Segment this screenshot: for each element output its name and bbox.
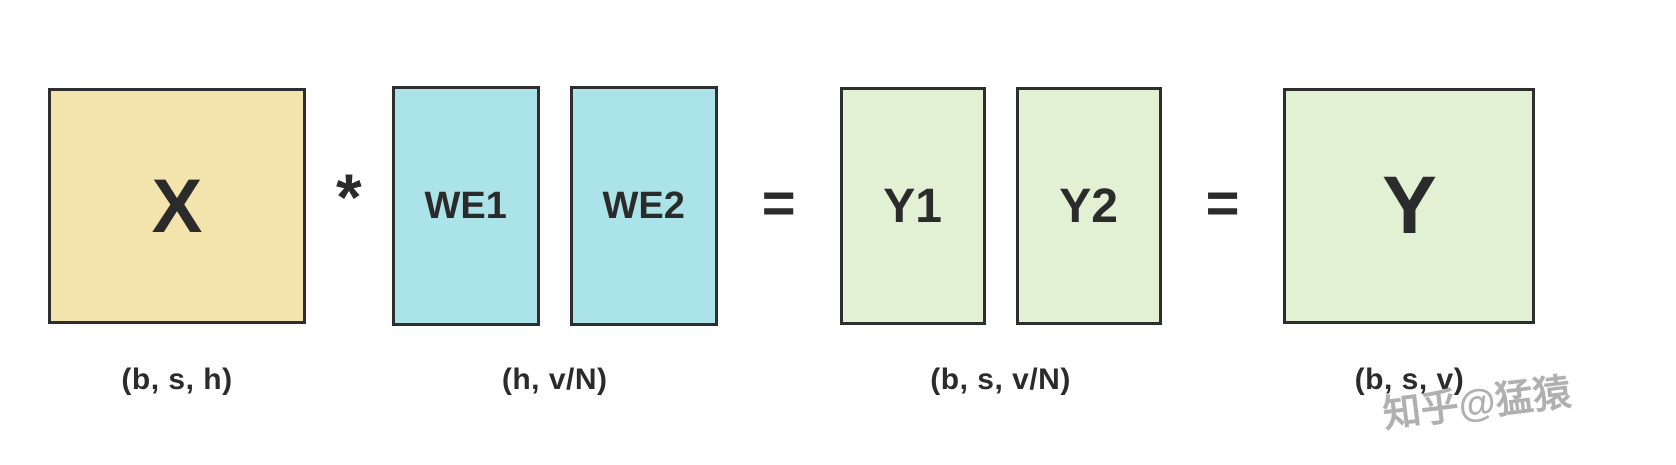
- we2-matrix-block: WE2: [569, 86, 718, 326]
- y2-matrix-block: Y2: [1015, 87, 1162, 325]
- y-split-dim-label: (b, s, v/N): [930, 363, 1071, 396]
- y-split-group: Y1 Y2 (b, s, v/N): [839, 85, 1162, 397]
- multiply-operator: *: [336, 160, 362, 234]
- we1-matrix-block: WE1: [391, 86, 540, 326]
- y-group: Y (b, s, v): [1283, 85, 1536, 397]
- we-dim-label: (h, v/N): [501, 363, 608, 396]
- y-matrix-block: Y: [1283, 88, 1536, 324]
- equals-operator-1: =: [761, 170, 796, 236]
- equals-operator-2: =: [1205, 170, 1240, 236]
- y1-matrix-block: Y1: [839, 87, 986, 325]
- we2-matrix-label: WE2: [602, 184, 685, 227]
- x-dim-label: (b, s, h): [121, 363, 233, 396]
- y-box-zone: Y: [1283, 85, 1536, 327]
- y-split-box-zone: Y1 Y2: [839, 85, 1162, 327]
- x-matrix-block: X: [48, 88, 306, 324]
- y-matrix-label: Y: [1382, 160, 1437, 251]
- y-dim-label: (b, s, v): [1354, 363, 1465, 396]
- y2-matrix-label: Y2: [1059, 179, 1118, 233]
- x-box-zone: X: [48, 85, 306, 327]
- we1-matrix-label: WE1: [424, 184, 507, 227]
- x-group: X (b, s, h): [48, 85, 306, 397]
- x-matrix-label: X: [151, 163, 203, 249]
- we-box-zone: WE1 WE2: [391, 85, 718, 327]
- we-group: WE1 WE2 (h, v/N): [391, 85, 718, 397]
- y1-matrix-label: Y1: [883, 179, 942, 233]
- equation-row: X (b, s, h) * WE1 WE2 (h, v/N) = Y1: [48, 85, 1536, 397]
